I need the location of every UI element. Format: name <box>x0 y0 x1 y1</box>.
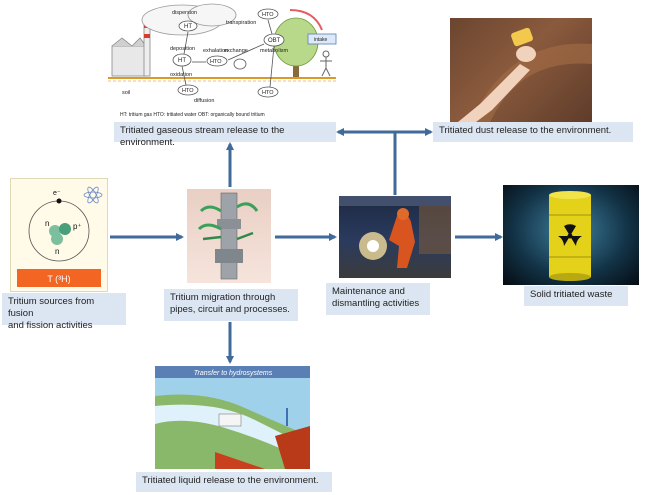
atom-icon <box>83 186 103 204</box>
deposition-text: deposition <box>170 46 195 52</box>
hto-right-text: HTO <box>262 90 274 96</box>
river-shape <box>155 404 310 462</box>
waste-label: Solid tritiated waste <box>524 286 628 306</box>
oxidation-text: oxidation <box>170 72 192 78</box>
neutron-top-text: n <box>45 219 49 228</box>
migration-label: Tritium migration through pipes, circuit… <box>164 289 298 321</box>
electron-text: e⁻ <box>53 190 61 197</box>
cycle-legend-text: HT: tritium gas HTO: tritiated water OBT… <box>120 112 265 118</box>
equipment-image <box>187 189 271 283</box>
metabolism-text: metabolism <box>260 48 289 54</box>
tritium-symbol-text: T (³H) <box>47 274 70 284</box>
hto-top-text: HTO <box>262 12 274 18</box>
liquid-release-label: Tritiated liquid release to the environm… <box>136 472 332 492</box>
electron-dot <box>56 198 62 204</box>
sponge-shape <box>511 27 533 47</box>
dispersion-text: dispersion <box>172 10 197 16</box>
maintenance-label: Maintenance and dismantling activities <box>326 283 430 315</box>
diffusion-text: diffusion <box>194 98 214 104</box>
hydro-title-text: Transfer to hydrosystems <box>194 370 273 377</box>
gaseous-release-label: Tritiated gaseous stream release to the … <box>114 122 336 148</box>
intake-box <box>307 33 337 45</box>
ht-mid-text: HT <box>178 58 186 64</box>
arm-shape <box>458 64 530 122</box>
neutron-bottom-text: n <box>55 247 59 256</box>
tritium-atom-panel: e⁻ n p⁺ n T (³H) <box>10 178 108 292</box>
intake-text: intake <box>314 37 328 43</box>
dust-release-label: Tritiated dust release to the environmen… <box>433 122 633 142</box>
hto-mid-text: HTO <box>210 59 222 65</box>
worker-shape <box>389 214 415 268</box>
tritium-symbol-box <box>17 269 101 287</box>
maintenance-photo <box>339 196 451 278</box>
exhalation-text: exhalation <box>203 48 228 54</box>
exchange-text: exchange <box>224 48 248 54</box>
transpiration-text: transpiration <box>226 20 256 26</box>
sources-label: Tritium sources from fusion and fission … <box>2 293 126 331</box>
barrel-photo <box>503 185 639 285</box>
cloud-icon <box>141 3 237 36</box>
radiation-symbol <box>558 224 582 246</box>
factory-icon <box>111 15 151 77</box>
proton-text: p⁺ <box>73 222 82 231</box>
hydrosystem-panel: Transfer to hydrosystems <box>155 366 310 469</box>
soil-text: soil <box>122 90 130 96</box>
ht-top-text: HT <box>184 24 192 30</box>
hto-low-text: HTO <box>182 88 194 94</box>
red-curve-arrow <box>289 9 323 31</box>
tritium-cycle-diagram: dispersion HT transpiration HTO depositi… <box>100 2 340 120</box>
dust-photo <box>450 18 592 122</box>
obt-text: OBT <box>268 38 281 44</box>
person-icon <box>320 50 332 77</box>
